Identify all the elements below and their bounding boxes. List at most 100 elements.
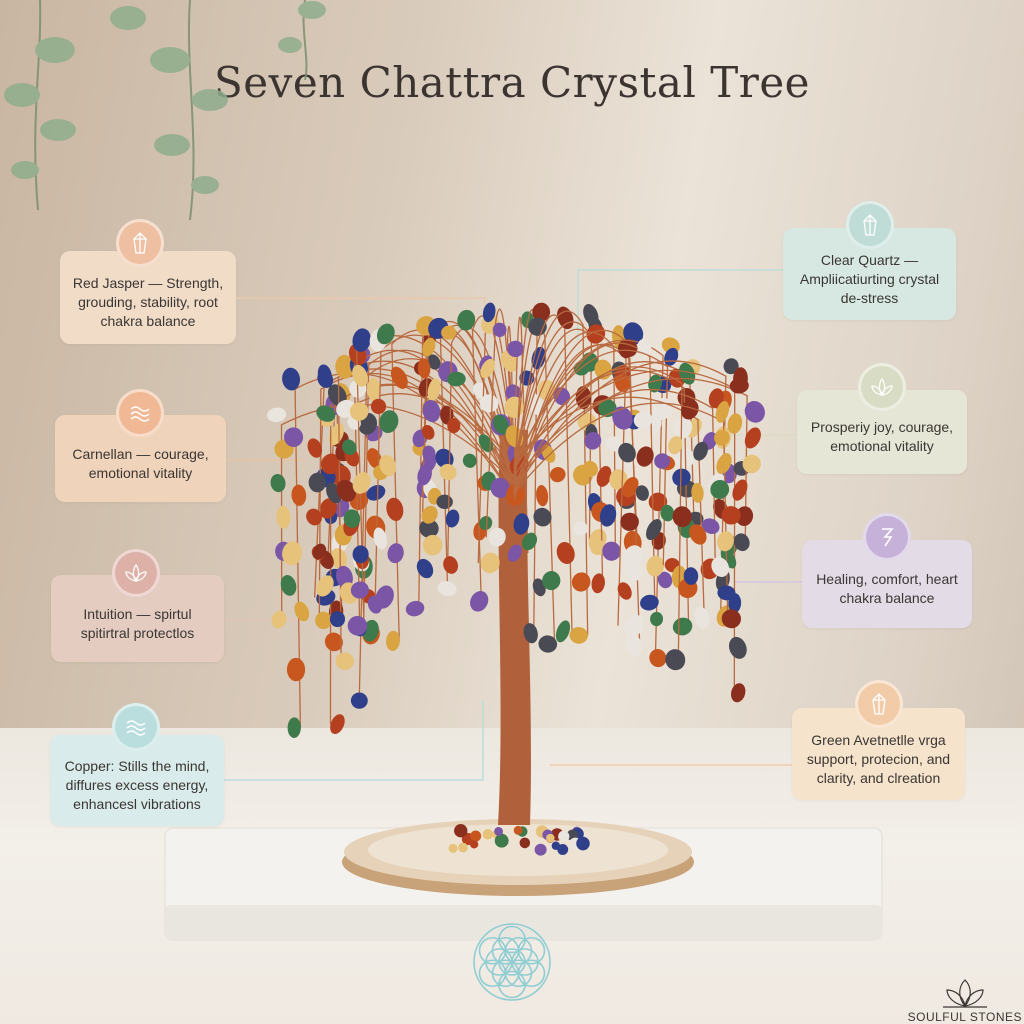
gemstone-chip (480, 358, 496, 379)
gemstone-chip (328, 423, 344, 446)
gemstone-chip (717, 585, 736, 601)
gemstone-chip (445, 509, 460, 528)
gemstone-chip (742, 454, 761, 474)
gemstone-chip (307, 438, 323, 458)
gemstone-chip (735, 506, 754, 526)
gemstone-chip (732, 479, 748, 501)
gemstone-chip (555, 620, 571, 643)
gemstone-chip (294, 601, 310, 622)
gemstone-chip (419, 519, 439, 538)
info-card-text: Carnellan — courage, emotional vitality (72, 445, 209, 481)
gemstone-chip (390, 366, 408, 389)
gemstone-chip (521, 532, 538, 551)
gemstone-chip (320, 453, 341, 475)
gemstone-chip (421, 505, 438, 524)
tree-branch (513, 389, 716, 569)
connector-lines (224, 269, 802, 781)
crystal-icon (116, 219, 164, 267)
gemstone-chip (689, 524, 707, 545)
base-gemstone (494, 833, 509, 848)
gemstone-chip (441, 325, 457, 340)
gemstone-chip (617, 582, 632, 600)
gemstone-chip (447, 371, 466, 387)
gemstone-chip (282, 541, 303, 566)
gemstone-chip (386, 497, 404, 521)
gemstone-chip (379, 410, 399, 434)
gemstone-chip (291, 484, 307, 506)
gemstone-chip (536, 485, 549, 507)
gemstone-chip (488, 527, 506, 547)
gemstone-chip (319, 498, 338, 519)
gemstone-chip (308, 472, 326, 493)
gemstone-chip (312, 543, 327, 560)
gemstone-chip (376, 323, 395, 345)
gemstone-chip (422, 534, 443, 556)
gemstone-chip (492, 322, 507, 337)
gemstone-chip (691, 482, 704, 503)
gemstone-chip (480, 552, 500, 574)
gemstone-chip (287, 717, 301, 738)
gemstone-chip (306, 508, 322, 526)
eucalyptus-leaves (4, 0, 326, 221)
gemstone-chip (270, 473, 286, 493)
base-gemstone (448, 843, 458, 853)
waves-icon (116, 389, 164, 437)
gemstone-chip (462, 453, 477, 468)
gemstone-chip (437, 581, 457, 597)
base-gemstone (546, 833, 555, 843)
tree-branch (513, 331, 616, 552)
gemstone-chip (422, 337, 436, 357)
gemstone-chip (350, 581, 369, 599)
gemstone-chip (573, 521, 588, 536)
gemstone-chip (620, 512, 639, 531)
gemstone-chip (650, 611, 664, 627)
gemstone-chip (681, 399, 699, 420)
brand-logo: SOULFUL STONES (908, 976, 1022, 1024)
gemstone-chip (490, 477, 510, 498)
lotus-icon (942, 979, 987, 1008)
gemstone-chip (427, 378, 441, 402)
gemstone-chip (416, 558, 434, 579)
base-gemstone (519, 837, 531, 849)
base-gemstone (558, 830, 570, 843)
base-gemstone (513, 825, 523, 835)
gemstone-chip (329, 611, 346, 628)
info-card-text: Prosperiy joy, courage, emotional vitali… (810, 419, 954, 454)
gemstone-chip (266, 407, 287, 423)
gemstone-chip (635, 485, 649, 501)
gemstone-chip (470, 591, 489, 612)
gemstone-chip (612, 406, 633, 430)
gemstone-chip (557, 306, 574, 330)
gemstone-chip (721, 506, 741, 525)
gemstone-chip (479, 394, 499, 413)
tree-branch (513, 377, 748, 543)
gemstone-chip (422, 445, 436, 462)
gemstone-chip (623, 322, 644, 345)
gemstone-chip (533, 507, 552, 527)
gemstone-chip (417, 358, 431, 379)
info-card-clear-quartz: Clear Quartz — Ampliicatiurting crystal … (783, 228, 956, 320)
gemstone-chip (479, 515, 493, 531)
base-gemstone (534, 843, 547, 856)
gemstone-chip (602, 541, 621, 561)
gemstone-chip (427, 354, 441, 370)
gemstone-chip (636, 446, 654, 467)
gemstone-chip (507, 544, 522, 562)
gemstone-chip (569, 627, 588, 644)
gemstone-chip (422, 399, 441, 423)
copper-tree (266, 302, 765, 856)
agate-slice (342, 819, 694, 896)
gemstone-chip (549, 467, 566, 483)
gemstone-chip (347, 615, 368, 636)
gemstone-chip (571, 572, 591, 592)
gemstone-chip (482, 302, 496, 323)
gemstone-chip (672, 506, 692, 528)
gemstone-chip (327, 384, 347, 407)
gemstone-chip (660, 504, 675, 522)
gemstone-chip (708, 388, 724, 409)
gemstone-chip (335, 354, 355, 379)
gemstone-chip (493, 414, 509, 435)
gemstone-chip (276, 505, 291, 529)
gemstone-chip (717, 531, 734, 552)
